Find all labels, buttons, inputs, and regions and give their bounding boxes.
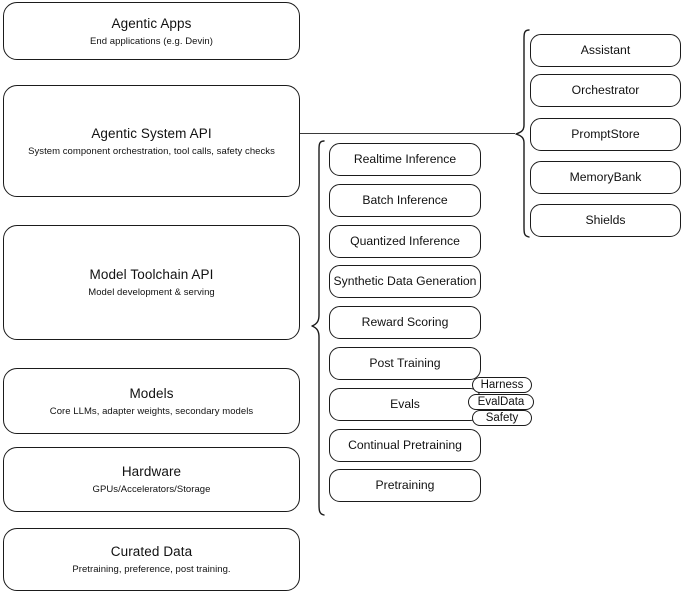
system-api-connector-line bbox=[300, 133, 515, 134]
layer-subtitle: System component orchestration, tool cal… bbox=[28, 145, 275, 157]
toolchain-brace bbox=[311, 140, 325, 516]
system-component-label: Assistant bbox=[580, 43, 631, 57]
layer-box-curated-data[interactable]: Curated Data Pretraining, preference, po… bbox=[3, 528, 300, 591]
toolchain-box-continual-pretraining[interactable]: Continual Pretraining bbox=[329, 429, 481, 462]
system-component-label: MemoryBank bbox=[569, 170, 642, 184]
system-component-box-orchestrator[interactable]: Orchestrator bbox=[530, 74, 681, 107]
eval-badge-evaldata[interactable]: EvalData bbox=[468, 394, 534, 410]
layer-box-models[interactable]: Models Core LLMs, adapter weights, secon… bbox=[3, 368, 300, 434]
layer-title: Agentic System API bbox=[91, 125, 212, 141]
toolchain-label: Synthetic Data Generation bbox=[333, 274, 477, 288]
layer-title: Agentic Apps bbox=[111, 15, 192, 31]
toolchain-box-realtime-inference[interactable]: Realtime Inference bbox=[329, 143, 481, 176]
system-component-label: Shields bbox=[585, 213, 626, 227]
system-component-box-promptstore[interactable]: PromptStore bbox=[530, 118, 681, 151]
layer-subtitle: GPUs/Accelerators/Storage bbox=[92, 484, 211, 495]
system-components-brace bbox=[515, 29, 530, 238]
layer-title: Curated Data bbox=[110, 544, 193, 559]
layer-box-agentic-apps[interactable]: Agentic Apps End applications (e.g. Devi… bbox=[3, 2, 300, 60]
toolchain-box-synthetic-data-generation[interactable]: Synthetic Data Generation bbox=[329, 265, 481, 298]
layer-box-agentic-system-api[interactable]: Agentic System API System component orch… bbox=[3, 85, 300, 197]
eval-badge-safety[interactable]: Safety bbox=[472, 410, 532, 426]
toolchain-box-quantized-inference[interactable]: Quantized Inference bbox=[329, 225, 481, 258]
system-component-box-memorybank[interactable]: MemoryBank bbox=[530, 161, 681, 194]
toolchain-label: Post Training bbox=[369, 356, 441, 370]
layer-title: Model Toolchain API bbox=[89, 267, 214, 282]
system-component-box-assistant[interactable]: Assistant bbox=[530, 34, 681, 67]
toolchain-box-reward-scoring[interactable]: Reward Scoring bbox=[329, 306, 481, 339]
toolchain-label: Reward Scoring bbox=[361, 315, 449, 329]
system-component-label: PromptStore bbox=[571, 127, 640, 141]
eval-badge-harness[interactable]: Harness bbox=[472, 377, 532, 393]
toolchain-box-post-training[interactable]: Post Training bbox=[329, 347, 481, 380]
system-component-label: Orchestrator bbox=[571, 83, 640, 97]
layer-title: Hardware bbox=[121, 464, 182, 479]
toolchain-box-pretraining[interactable]: Pretraining bbox=[329, 469, 481, 502]
layer-box-model-toolchain-api[interactable]: Model Toolchain API Model development & … bbox=[3, 225, 300, 340]
layer-subtitle: Model development & serving bbox=[88, 287, 215, 298]
layer-subtitle: End applications (e.g. Devin) bbox=[90, 35, 213, 47]
toolchain-box-evals[interactable]: Evals bbox=[329, 388, 481, 421]
toolchain-box-batch-inference[interactable]: Batch Inference bbox=[329, 184, 481, 217]
system-component-box-shields[interactable]: Shields bbox=[530, 204, 681, 237]
toolchain-label: Quantized Inference bbox=[350, 234, 460, 248]
layer-title: Models bbox=[129, 385, 174, 401]
layer-subtitle: Pretraining, preference, post training. bbox=[72, 564, 231, 575]
toolchain-label: Realtime Inference bbox=[353, 152, 457, 166]
toolchain-label: Pretraining bbox=[375, 478, 435, 492]
toolchain-label: Evals bbox=[390, 397, 420, 411]
toolchain-label: Continual Pretraining bbox=[348, 438, 462, 452]
toolchain-label: Batch Inference bbox=[362, 193, 448, 207]
layer-box-hardware[interactable]: Hardware GPUs/Accelerators/Storage bbox=[3, 447, 300, 512]
layer-subtitle: Core LLMs, adapter weights, secondary mo… bbox=[49, 405, 254, 417]
